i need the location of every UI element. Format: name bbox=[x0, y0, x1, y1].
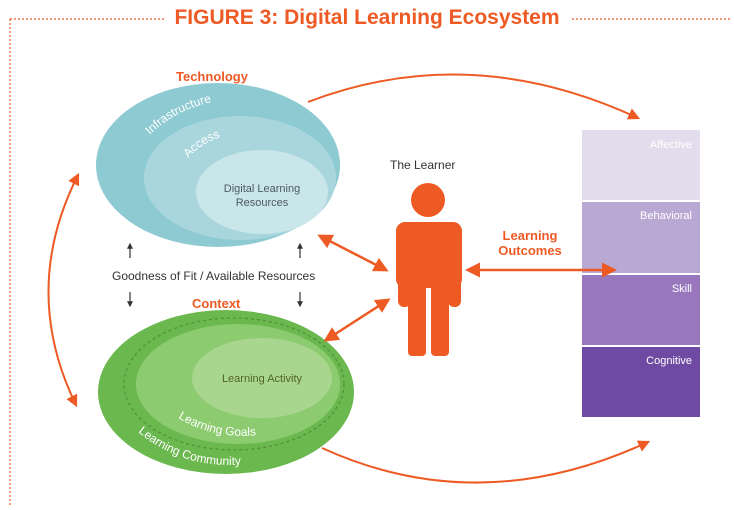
context-goals-dashed-ring bbox=[123, 317, 345, 451]
context-heading: Context bbox=[192, 296, 241, 311]
figure-title: FIGURE 3: Digital Learning Ecosystem bbox=[0, 6, 734, 30]
context-activity-ellipse bbox=[192, 338, 332, 418]
arrow-technology-to-outcomes bbox=[307, 73, 641, 120]
figure-frame bbox=[9, 18, 730, 505]
technology-resources-ellipse bbox=[196, 150, 328, 234]
arrow-technology-context-loop bbox=[47, 172, 80, 408]
outcome-affective-label: Affective bbox=[650, 139, 692, 151]
context-core-label: Learning Activity bbox=[221, 373, 303, 385]
technology-core-line-1: Digital Learning bbox=[223, 183, 301, 195]
arrow-context-learner bbox=[323, 298, 391, 342]
learning-outcomes-stack bbox=[582, 130, 700, 417]
outcome-skill-label: Skill bbox=[671, 283, 692, 295]
learning-outcomes-heading: Learning Outcomes bbox=[490, 228, 570, 258]
technology-core-line-2: Resources bbox=[235, 197, 289, 209]
outcome-affective-block bbox=[582, 130, 700, 200]
outcome-skill-block bbox=[582, 275, 700, 345]
context-cluster bbox=[98, 310, 354, 474]
outcome-cognitive-label: Cognitive bbox=[646, 355, 692, 367]
learning-outcomes-heading-line-1: Learning bbox=[502, 228, 558, 243]
learning-outcomes-heading-line-2: Outcomes bbox=[498, 243, 562, 258]
outcome-behavioral-block bbox=[582, 202, 700, 273]
learner-figure-icon bbox=[396, 183, 462, 356]
goodness-of-fit-label: Goodness of Fit / Available Resources bbox=[112, 269, 316, 283]
arrow-technology-learner bbox=[317, 234, 389, 272]
technology-cluster bbox=[96, 83, 340, 247]
learner-label: The Learner bbox=[390, 158, 456, 172]
outcome-cognitive-block bbox=[582, 347, 700, 417]
technology-core-label: Digital Learning Resources bbox=[212, 182, 312, 210]
arrow-context-to-outcomes bbox=[321, 440, 651, 484]
technology-heading: Technology bbox=[176, 69, 248, 84]
outcome-behavioral-label: Behavioral bbox=[640, 210, 692, 222]
